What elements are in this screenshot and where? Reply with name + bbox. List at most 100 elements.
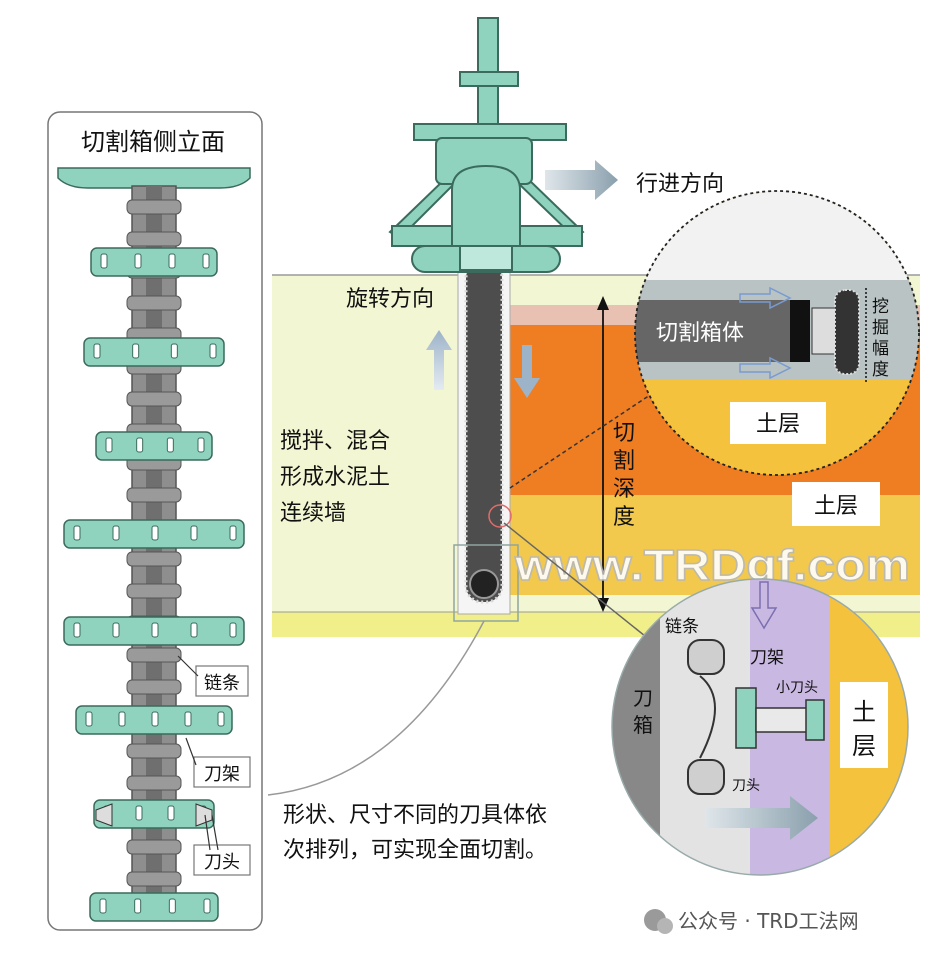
bottom-soil-box [840, 682, 888, 768]
tool-holder [95, 431, 213, 461]
svg-text:深: 深 [613, 477, 635, 502]
cutter-tooth [190, 525, 198, 541]
cutter-tooth [190, 622, 198, 638]
cutter-tooth [203, 898, 211, 914]
svg-text:切: 切 [613, 421, 635, 446]
cutter-tooth [118, 711, 126, 727]
top-detail-circle [634, 190, 920, 476]
chain-link [126, 647, 182, 663]
travel-arrow-small-icon [705, 796, 818, 840]
bottom-detail-circle [611, 578, 909, 876]
cutter-tooth [168, 253, 176, 269]
chain-link [126, 231, 182, 247]
cutter-tooth [151, 711, 159, 727]
cutter-tooth [93, 343, 101, 359]
svg-text:次排列，可实现全面切割。: 次排列，可实现全面切割。 [283, 838, 547, 863]
side-cutter-head [95, 803, 113, 827]
cutter-tooth [135, 805, 143, 821]
cutter-head [834, 289, 860, 375]
top-detail-leader [509, 394, 651, 489]
chain-label-detail: 链条 [665, 617, 699, 637]
chain-link [126, 199, 182, 215]
flow-arrow-icon [739, 356, 792, 380]
cutter-tooth [217, 711, 225, 727]
cutter-tooth [184, 711, 192, 727]
bottom-soil-label: 土 层 [852, 698, 876, 760]
svg-text:连续墙: 连续墙 [280, 501, 346, 526]
account-name: 公众号 · TRD工法网 [678, 909, 859, 933]
top-soil-label: 土层 [756, 412, 800, 437]
wechat-footer: 公众号 · TRD工法网 [644, 909, 859, 934]
chain-label: 链条 [204, 673, 240, 694]
small-head-block [805, 699, 825, 741]
box-label-detail: 刀 箱 [633, 686, 653, 737]
svg-text:度: 度 [872, 360, 889, 380]
holder-label-box [193, 756, 251, 788]
svg-text:割: 割 [613, 449, 635, 474]
cutter-tooth [100, 253, 108, 269]
arrow-up-icon [426, 330, 452, 390]
cutter-tooth [168, 898, 176, 914]
chain-link [126, 295, 182, 311]
top-detail [635, 191, 919, 475]
svg-text:掘: 掘 [872, 318, 889, 338]
chain-link [126, 743, 182, 759]
chain-label-box [195, 665, 249, 697]
tool-holder [93, 799, 215, 829]
cutter-tooth [197, 437, 205, 453]
svg-text:度: 度 [613, 505, 635, 530]
down-arrow-icon [750, 581, 778, 630]
svg-text:搅拌、混合: 搅拌、混合 [280, 429, 390, 454]
flow-arrow-icon [739, 286, 792, 310]
rotation-arrows [426, 330, 540, 398]
cutter-tooth [151, 525, 159, 541]
tool-holder [89, 892, 219, 922]
chain-link [126, 839, 182, 855]
travel-arrow-icon [545, 160, 618, 200]
cutter-tooth [136, 437, 144, 453]
mix-description: 搅拌、混合 形成水泥土 连续墙 [280, 429, 390, 526]
top-soil-label-box [730, 402, 826, 444]
tools-description: 形状、尺寸不同的刀具体依 次排列，可实现全面切割。 [283, 803, 547, 863]
cutter-tooth [166, 437, 174, 453]
chain-link [126, 391, 182, 407]
cutter-tooth [73, 622, 81, 638]
depth-dimension [597, 296, 609, 612]
svg-text:刀: 刀 [633, 686, 653, 710]
cutting-box-body [635, 300, 790, 362]
bottom-sprocket [469, 569, 499, 599]
cutter-tooth [151, 622, 159, 638]
cutter-tooth [112, 622, 120, 638]
chain-link [126, 551, 182, 567]
cutter-tooth [85, 711, 93, 727]
head-label-box [193, 844, 251, 876]
cutter-tooth [209, 343, 217, 359]
bottom-detail [612, 579, 908, 875]
tool-holder [83, 337, 225, 367]
cutter-tooth [229, 622, 237, 638]
chain-link [126, 679, 182, 695]
holder-block [735, 687, 757, 749]
holder-label-detail: 刀架 [750, 648, 784, 668]
soil-label-box [792, 482, 880, 526]
svg-text:层: 层 [852, 732, 876, 760]
cutter-tooth [167, 805, 175, 821]
svg-text:挖: 挖 [872, 297, 889, 317]
bottom-detail-leader [503, 522, 651, 641]
chain-link [126, 487, 182, 503]
svg-text:土: 土 [852, 698, 876, 726]
rotation-direction-label: 旋转方向 [346, 287, 434, 312]
panel-title: 切割箱侧立面 [81, 128, 225, 156]
cutter-tooth [105, 437, 113, 453]
detail-circle-marker [488, 504, 512, 528]
head-label: 刀头 [204, 852, 240, 873]
detail-box-marker [453, 544, 519, 622]
svg-text:幅: 幅 [872, 339, 889, 359]
cutter-tooth [134, 898, 142, 914]
depth-label: 切 割 深 度 [613, 421, 635, 530]
cutter-tooth [99, 898, 107, 914]
trd-machine [388, 17, 585, 273]
chain-link [126, 871, 182, 887]
arrow-down-icon [514, 345, 540, 398]
